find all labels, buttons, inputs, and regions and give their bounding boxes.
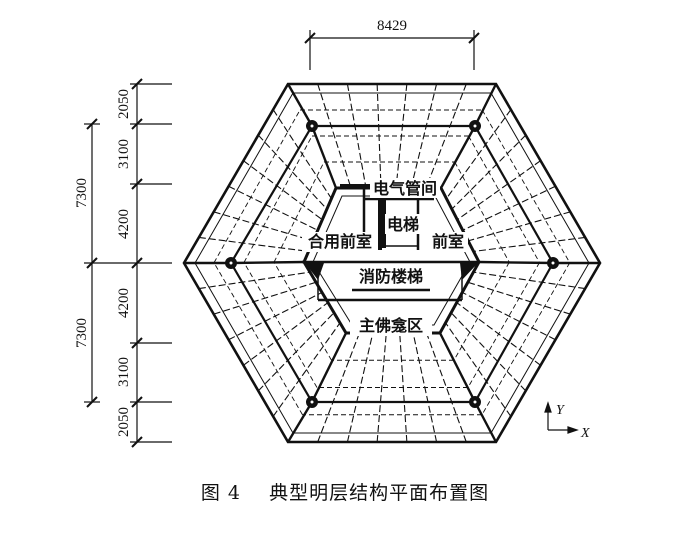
beam (438, 332, 477, 403)
beam (243, 160, 323, 221)
dim-top: 8429 (377, 18, 407, 34)
room-buddha-niche: 主佛龛区 (359, 316, 423, 335)
column-bottom-right (469, 396, 481, 408)
beam (439, 125, 477, 189)
beam (473, 401, 498, 443)
beam (243, 262, 318, 388)
beam (481, 262, 571, 415)
beam (243, 135, 313, 263)
figure-number: 图 4 (200, 482, 241, 504)
structural-floor-plan: 2050 3100 4200 4200 3100 2050 7300 7300 … (74, 18, 602, 448)
beam (243, 302, 329, 366)
beam (273, 262, 332, 361)
beam (467, 262, 540, 388)
column-top-left (306, 120, 318, 132)
beam (425, 83, 467, 189)
beam-framing (184, 83, 600, 443)
beam (473, 83, 498, 127)
beam (257, 134, 328, 210)
label-bg-elevator (385, 214, 421, 234)
beam (310, 332, 348, 403)
left-dimension-chain (84, 83, 172, 443)
dim-segment-4: 4200 (116, 288, 132, 318)
label-bg-combined-lobby (302, 232, 378, 252)
beam (453, 262, 510, 361)
dim-segment-1: 2050 (116, 89, 132, 119)
beam (213, 262, 303, 415)
room-fire-stair: 消防楼梯 (359, 267, 423, 286)
beam (410, 83, 438, 189)
axis-indicator (544, 401, 579, 434)
label-bg-electrical (370, 178, 440, 198)
beam (481, 109, 571, 263)
beam (468, 135, 540, 263)
dim-segment-3: 4200 (116, 209, 132, 239)
beam (230, 262, 313, 403)
column-bottom-left (306, 396, 318, 408)
dim-segment-5: 3100 (116, 357, 132, 387)
label-bg-lobby (428, 232, 468, 252)
beam (213, 109, 301, 263)
top-dimension (304, 30, 480, 70)
room-elevator: 电梯 (387, 215, 419, 234)
room-electrical-shaft: 电气管间 (373, 179, 437, 198)
beam (310, 125, 338, 189)
mega-columns (225, 120, 559, 408)
column-right (547, 257, 559, 269)
room-combined-lobby: 合用前室 (308, 232, 372, 251)
beam (445, 322, 512, 417)
beam (456, 160, 541, 221)
left-dimension-ticks (86, 78, 143, 448)
dim-total-upper: 7300 (74, 178, 90, 208)
column-top-right (469, 120, 481, 132)
axis-y-label: Y (556, 403, 566, 418)
beam (467, 211, 571, 242)
beam (450, 312, 527, 392)
beam (317, 83, 352, 189)
beam (454, 161, 510, 263)
dim-total-lower: 7300 (74, 318, 90, 348)
beam (273, 161, 325, 263)
beam (213, 281, 317, 315)
beam (228, 185, 318, 231)
core-walls (302, 186, 481, 335)
beam (474, 262, 554, 403)
figure-caption: 图 4 典型明层结构平面布置图 (0, 478, 690, 505)
beam (462, 291, 556, 341)
beam (230, 125, 313, 264)
beam (286, 83, 314, 127)
column-left (225, 257, 237, 269)
label-bg-buddha-niche (350, 316, 432, 336)
figure-title: 典型明层结构平面布置图 (269, 482, 490, 504)
beam (286, 401, 314, 443)
beam (272, 322, 341, 417)
room-lobby: 前室 (432, 232, 464, 251)
beam (426, 332, 467, 443)
beam (376, 332, 387, 443)
beam (478, 260, 554, 265)
beam (230, 260, 305, 265)
dim-segment-6: 2050 (116, 407, 132, 437)
beam (474, 125, 554, 264)
axis-x-label: X (580, 426, 590, 441)
dim-segment-2: 3100 (116, 139, 132, 169)
label-bg-fire-stair (350, 266, 432, 286)
